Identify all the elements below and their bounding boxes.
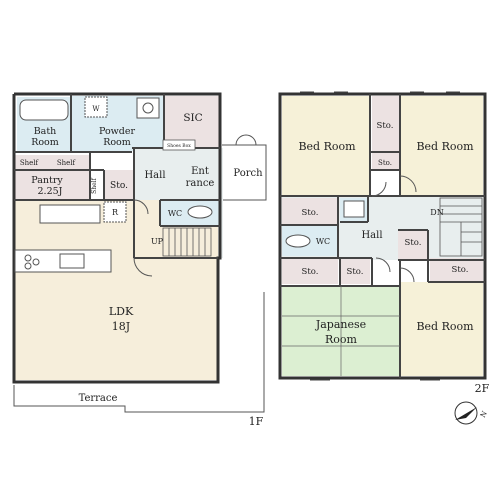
terrace-outline [13, 292, 265, 413]
pantry-label: Pantry [31, 175, 63, 186]
up-label: UP [151, 237, 164, 246]
fridge-label: R [112, 208, 119, 217]
sic-label: SIC [183, 112, 202, 124]
storage-1f-area [104, 170, 134, 200]
hall-1f-label: Hall [144, 170, 165, 181]
japanese-label: Japanese [315, 318, 366, 331]
shoes-box-label: Shoes Box [167, 143, 191, 149]
floor-2f-label: 2F [475, 382, 490, 395]
sto-lower-mid-label: Sto. [347, 267, 364, 277]
bed-se-area [400, 282, 483, 376]
hall-2f-label: Hall [361, 230, 382, 241]
second-floor: Bed Room Bed Room Sto. Sto. Sto. WC Hall… [278, 91, 490, 395]
sto-right-lower-label: Sto. [452, 265, 469, 275]
bed-se-label: Bed Room [416, 320, 474, 333]
bed-ne-area [400, 96, 483, 196]
shelf-label-c: Shelf [91, 177, 98, 193]
japanese-label-line2: Room [325, 333, 358, 346]
sto-lower-left-label: Sto. [302, 267, 319, 277]
sink-2f [343, 200, 365, 218]
sto-top-label: Sto. [377, 121, 394, 131]
sto-right-lower-area [430, 258, 483, 282]
sto-lower-left-area [282, 258, 338, 284]
compass-label: N [479, 410, 489, 419]
dn-label: DN [430, 208, 443, 217]
shoes-box [162, 139, 196, 151]
kitchen-counter-back [14, 249, 112, 273]
pantry-size-label: 2.25J [38, 186, 63, 197]
shelf-label-b: Shelf [57, 159, 77, 167]
wc-2f-label: WC [316, 237, 330, 246]
powder-label-line2: Room [103, 137, 131, 148]
powder-label: Powder [99, 126, 136, 137]
bath-label: Bath [34, 126, 57, 137]
kitchen-counter-island [39, 204, 101, 224]
bed-nw-label: Bed Room [298, 140, 356, 153]
sto-right-label: Sto. [405, 238, 422, 248]
stairs-2f [439, 197, 483, 257]
pantry-area [15, 170, 90, 200]
fridge [103, 201, 127, 223]
sto-left-label: Sto. [302, 208, 319, 218]
toilet-1f [187, 205, 213, 219]
ldk-size-label: 18J [112, 320, 130, 333]
terrace-label: Terrace [79, 393, 118, 404]
porch-label: Porch [233, 168, 263, 179]
toilet-2f [285, 234, 311, 248]
bath-label-line2: Room [31, 137, 59, 148]
second-floor-outer-wall [278, 92, 487, 380]
entrance-label: Ent [191, 166, 209, 177]
shelf-label-a: Shelf [20, 159, 40, 167]
bed-nw-area [282, 96, 370, 196]
porch-arc [235, 134, 257, 146]
storage-1f-label: Sto. [110, 181, 128, 191]
bed-ne-label: Bed Room [416, 140, 474, 153]
stairs-1f [162, 227, 212, 257]
ldk-label: LDK [109, 305, 134, 318]
entrance-label-line2: rance [186, 178, 215, 189]
floor-1f-label: 1F [249, 415, 264, 428]
first-floor: Bath Room W Powder Room SIC Shoes Box Sh… [12, 92, 267, 428]
bathtub [19, 99, 69, 121]
sto-top-small-area [372, 152, 400, 170]
washer [84, 96, 108, 118]
sto-right-area [398, 230, 428, 260]
sto-top-area [372, 96, 400, 152]
tatami-lines [282, 286, 400, 376]
compass-icon: N [454, 401, 489, 425]
sto-top-small-label: Sto. [378, 159, 392, 167]
porch-outline [222, 144, 267, 201]
washer-label: W [92, 105, 100, 113]
sto-left-area [282, 198, 338, 224]
first-floor-interior-walls [14, 94, 220, 259]
sto-lower-mid-area [340, 258, 370, 284]
second-floor-interior-walls [280, 94, 485, 378]
shelf-area [15, 155, 90, 170]
ldk-area [15, 200, 218, 380]
wc-1f-label: WC [168, 209, 182, 218]
powder-sink [136, 97, 160, 119]
